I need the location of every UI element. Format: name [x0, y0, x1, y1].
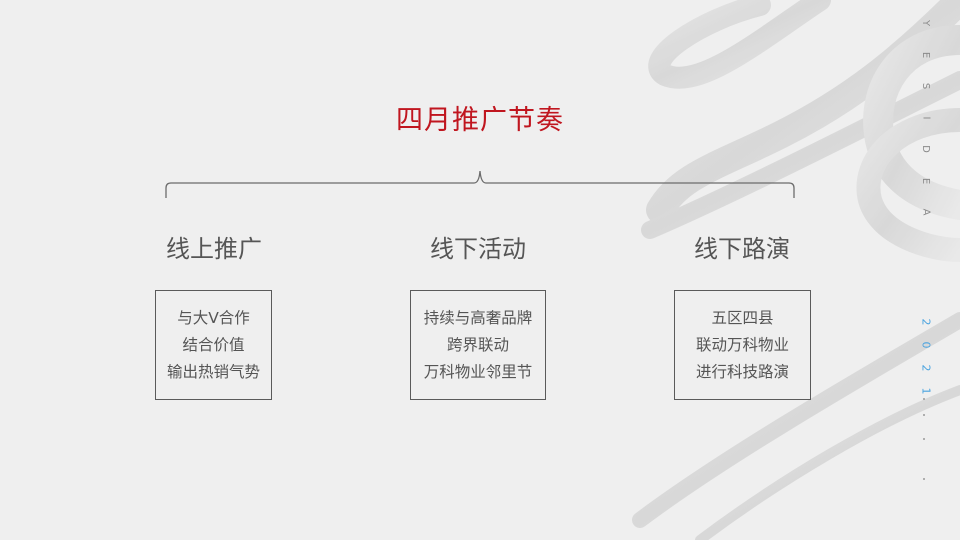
content-box-online: 与大V合作 结合价值 输出热销气势: [155, 290, 272, 400]
content-box-offline-events: 持续与高奢品牌 跨界联动 万科物业邻里节: [410, 290, 546, 400]
box-line: 结合价值: [182, 335, 245, 354]
box-line: 跨界联动: [446, 335, 509, 354]
box-line: 万科物业邻里节: [423, 362, 533, 381]
column-heading-roadshow: 线下路演: [694, 235, 790, 263]
decorative-dot: [923, 414, 925, 416]
box-line: 输出热销气势: [166, 362, 260, 381]
year-digit: 2: [919, 318, 932, 326]
brand-letter: D: [919, 145, 931, 153]
brand-letter: E: [919, 177, 931, 184]
column-heading-online: 线上推广: [166, 235, 262, 263]
vertical-brand-text: Y E S I D E A: [915, 18, 935, 239]
slide-title: 四月推广节奏: [396, 105, 564, 136]
brand-letter: E: [919, 51, 931, 58]
brand-letter: I: [919, 116, 931, 119]
brand-letter: A: [920, 208, 931, 216]
box-line: 持续与高奢品牌: [423, 308, 533, 327]
brand-letter: Y: [919, 19, 931, 27]
decorative-dot: [923, 478, 925, 480]
year-digit: 1: [919, 387, 932, 395]
box-line: 五区四县: [711, 308, 774, 327]
bracket-divider: [165, 170, 795, 198]
decorative-dot: [923, 398, 925, 400]
content-box-roadshow: 五区四县 联动万科物业 进行科技路演: [674, 290, 811, 400]
year-digit: 2: [919, 364, 932, 372]
box-line: 与大V合作: [177, 308, 250, 327]
brand-letter: S: [919, 82, 931, 90]
box-line: 进行科技路演: [695, 362, 789, 381]
column-heading-offline-events: 线下活动: [430, 235, 526, 263]
box-line: 联动万科物业: [695, 335, 789, 354]
vertical-year-text: 2 0 2 1: [915, 317, 935, 409]
year-digit: 0: [919, 341, 932, 349]
decorative-dot: [923, 438, 925, 440]
